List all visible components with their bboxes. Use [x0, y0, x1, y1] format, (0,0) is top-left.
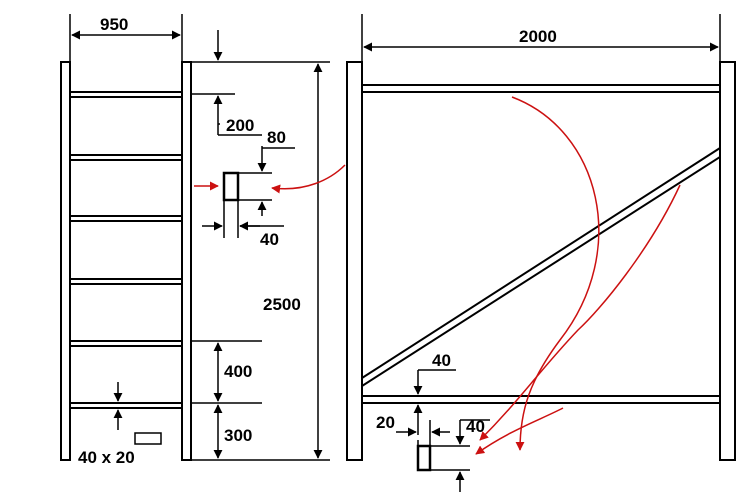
ladder-drawing: [60, 61, 192, 461]
frame-diagonal-thickness-dimension: [413, 369, 456, 435]
ladder-step-spacing-dimension: [191, 340, 262, 404]
ladder-step-spacing-label: 400: [224, 362, 252, 381]
ladder-width-dimension: [69, 14, 183, 62]
frame-pointer-arrows: [475, 96, 681, 455]
frame-right-post: [719, 61, 736, 461]
ladder-top-offset-label: 200: [226, 116, 254, 135]
ladder-rung: [69, 91, 183, 98]
pointer-curve-bottom: [475, 407, 564, 455]
ladder-rung: [69, 340, 183, 347]
profile-detail-1-section: [222, 171, 240, 202]
ladder-bottom-offset-label: 300: [224, 426, 252, 445]
ladder-top-offset-dimension: [191, 30, 262, 136]
rung-thickness-dimension: [113, 382, 162, 445]
ladder-height-label: 2500: [263, 295, 301, 314]
ladder-rung: [69, 154, 183, 161]
rung-thickness-label: 40 x 20: [78, 448, 135, 467]
profile-detail-1-height-label: 80: [267, 128, 286, 147]
frame-diagonal-thickness-label: 40: [432, 351, 451, 370]
profile-detail-2-height-label: 40: [466, 417, 485, 436]
ladder-rung: [69, 215, 183, 222]
frame-drawing: [346, 61, 736, 461]
profile-detail-2-width-label: 20: [376, 413, 395, 432]
ladder-rung: [69, 402, 183, 409]
ladder-left-rail: [60, 61, 71, 461]
ladder-rung: [69, 278, 183, 285]
pointer-curve-diagonal: [479, 184, 681, 441]
frame-bottom-bar: [361, 395, 721, 404]
frame-top-bar: [361, 84, 721, 93]
frame-width-label: 2000: [519, 27, 557, 46]
frame-left-post: [346, 61, 363, 461]
rung-section-profile: [134, 432, 162, 445]
profile-detail-1: [202, 146, 295, 238]
profile-detail-1-width-label: 40: [260, 230, 279, 249]
ladder-height-dimension: [191, 61, 330, 461]
pointer-curve-top: [511, 96, 600, 451]
ladder-width-label: 950: [100, 15, 128, 34]
ladder-right-rail: [181, 61, 192, 461]
profile-detail-2-section: [416, 444, 432, 472]
ladder-rungs: [69, 91, 183, 409]
profile-detail-1-pointers: [194, 164, 346, 194]
profile-detail-2: [396, 419, 490, 492]
frame-width-dimension: [361, 14, 721, 62]
frame-diagonal-brace: [361, 146, 721, 388]
